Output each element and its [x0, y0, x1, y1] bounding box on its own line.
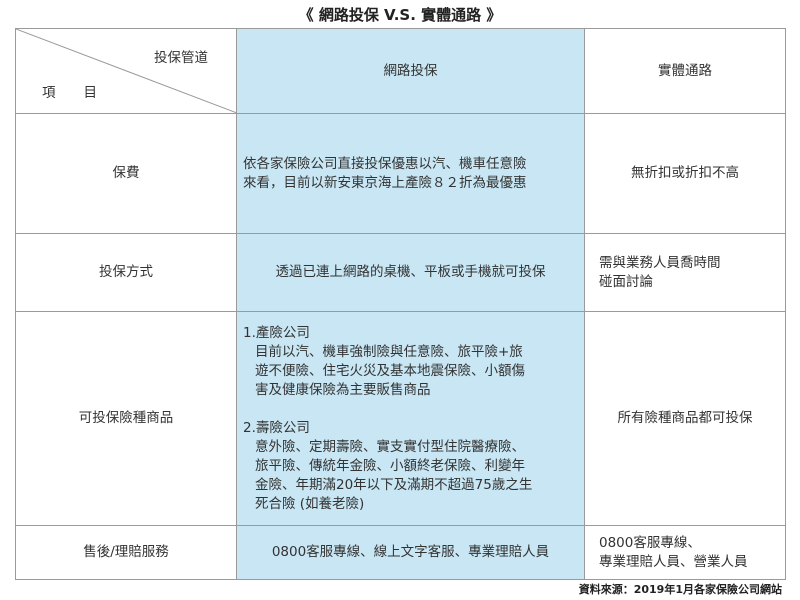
products-section-heading: 2.壽險公司	[243, 419, 310, 436]
page-title: 《 網路投保 V.S. 實體通路 》	[298, 6, 502, 24]
online-header: 網路投保	[236, 28, 585, 114]
products-section-line: 旅平險、傳統年金險、小額終老保險、利變年	[255, 457, 525, 474]
method-online-line: 透過已連上網路的桌機、平板或手機就可投保	[275, 264, 546, 280]
method-physical-cell: 需與業務人員喬時間 碰面討論	[584, 233, 786, 312]
products-online-cell: 1.產險公司 目前以汽、機車強制險與任意險、旅平險+旅 遊不便險、住宅火災及基本…	[236, 311, 585, 526]
table-row: 投保方式 透過已連上網路的桌機、平板或手機就可投保 需與業務人員喬時間 碰面討論	[15, 233, 786, 312]
premium-physical-cell: 無折扣或折扣不高	[584, 113, 786, 234]
method-physical-line: 碰面討論	[599, 273, 653, 290]
row-label-method: 投保方式	[15, 233, 237, 312]
table-header-row: 投保管道 項目 網路投保 實體通路	[15, 28, 786, 114]
premium-online-line: 依各家保險公司直接投保優惠以汽、機車任意險	[243, 155, 527, 172]
channel-label: 投保管道	[154, 50, 208, 66]
service-online-cell: 0800客服專線、線上文字客服、專業理賠人員	[236, 525, 585, 580]
products-section-line: 害及健康保險為主要販售商品	[255, 381, 431, 398]
products-section-heading: 1.產險公司	[243, 324, 310, 341]
diagonal-line	[16, 29, 237, 113]
comparison-table: 投保管道 項目 網路投保 實體通路 保費 依各家保險公司直接投保優惠以汽、機車任…	[15, 28, 786, 580]
premium-online-cell: 依各家保險公司直接投保優惠以汽、機車任意險 來看，目前以新安東京海上產險８２折為…	[236, 113, 585, 234]
service-physical-cell: 0800客服專線、 專業理賠人員、營業人員	[584, 525, 786, 580]
table-row: 售後/理賠服務 0800客服專線、線上文字客服、專業理賠人員 0800客服專線、…	[15, 525, 786, 580]
diagonal-header-cell: 投保管道 項目	[15, 28, 237, 114]
table-row: 可投保險種商品 1.產險公司 目前以汽、機車強制險與任意險、旅平險+旅 遊不便險…	[15, 311, 786, 526]
diagonal-header: 投保管道 項目	[16, 29, 237, 113]
table-row: 保費 依各家保險公司直接投保優惠以汽、機車任意險 來看，目前以新安東京海上產險８…	[15, 113, 786, 234]
products-section-line: 意外險、定期壽險、實支實付型住院醫療險、	[255, 438, 525, 455]
item-label: 項目	[42, 85, 125, 101]
method-physical-line: 需與業務人員喬時間	[599, 254, 721, 271]
source-note: 資料來源：2019年1月各家保險公司網站	[578, 583, 782, 596]
method-online-cell: 透過已連上網路的桌機、平板或手機就可投保	[236, 233, 585, 312]
products-physical-line: 所有險種商品都可投保	[617, 410, 753, 426]
products-section-line: 遊不便險、住宅火災及基本地震保險、小額傷	[255, 362, 525, 379]
service-physical-line: 專業理賠人員、營業人員	[599, 553, 748, 570]
row-label-service: 售後/理賠服務	[15, 525, 237, 580]
row-label-premium: 保費	[15, 113, 237, 234]
products-section-line: 死合險 (如養老險)	[255, 495, 365, 512]
products-physical-cell: 所有險種商品都可投保	[584, 311, 786, 526]
section-spacer	[243, 400, 578, 419]
premium-physical-line: 無折扣或折扣不高	[631, 165, 739, 181]
products-section-line: 金險、年期滿20年以下及滿期不超過75歲之生	[255, 476, 533, 493]
service-online-line: 0800客服專線、線上文字客服、專業理賠人員	[271, 544, 550, 560]
physical-header: 實體通路	[584, 28, 786, 114]
products-section-line: 目前以汽、機車強制險與任意險、旅平險+旅	[255, 343, 523, 360]
service-physical-line: 0800客服專線、	[599, 534, 701, 551]
row-label-products: 可投保險種商品	[15, 311, 237, 526]
premium-online-line: 來看，目前以新安東京海上產險８２折為最優惠	[243, 174, 527, 191]
